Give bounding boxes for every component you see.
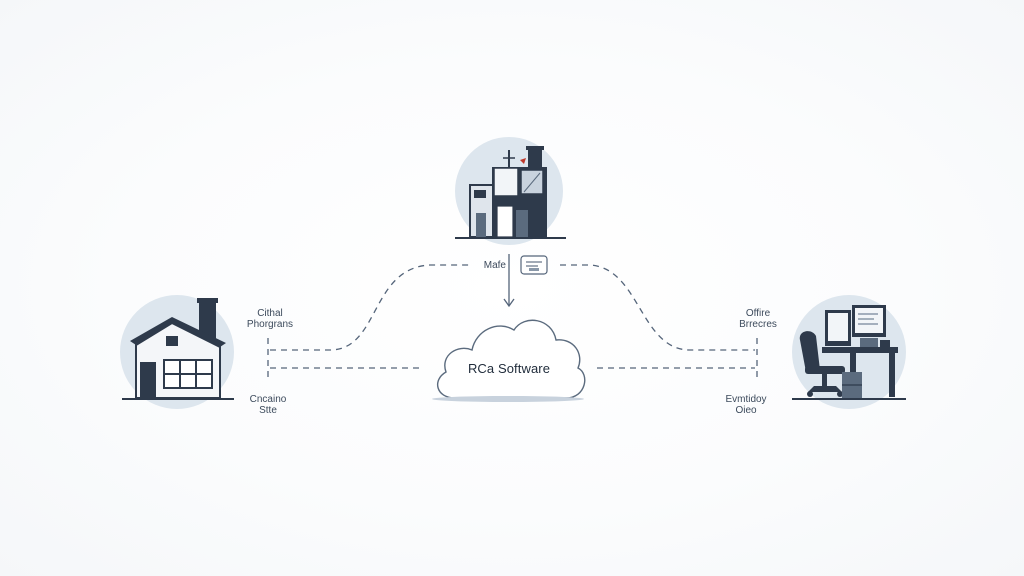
right-top-label: Offire Brrecres [726,308,790,330]
factory-icon [455,137,566,245]
connector-left-upper [270,264,470,351]
left-top-label-line2: Phorgrans [246,319,294,330]
left-bottom-label-line2: Stte [259,405,277,416]
cloud-icon [432,319,586,402]
house-icon [120,295,234,409]
right-top-label-line1: Offire [745,308,771,319]
connector-right-upper [560,264,755,351]
right-top-label-line2: Brrecres [739,319,777,330]
left-top-label-line1: Cithal [257,308,283,319]
top-connector-label: Mafe [483,260,506,271]
left-bottom-label-line1: Cncaino [249,394,287,405]
right-bottom-label-line2: Oieo [735,405,757,416]
right-bottom-label-line1: Evmtidoy [725,394,767,405]
left-bottom-label: Cncaino Stte [238,394,298,416]
down-arrow [503,254,515,308]
cloud-label: RCa Software [467,361,551,376]
left-top-label: Cithal Phorgrans [238,308,302,330]
right-bottom-label: Evmtidoy Oieo [716,394,776,416]
document-icon [520,255,548,275]
connectors [267,264,758,380]
office-desk-icon [792,295,906,409]
